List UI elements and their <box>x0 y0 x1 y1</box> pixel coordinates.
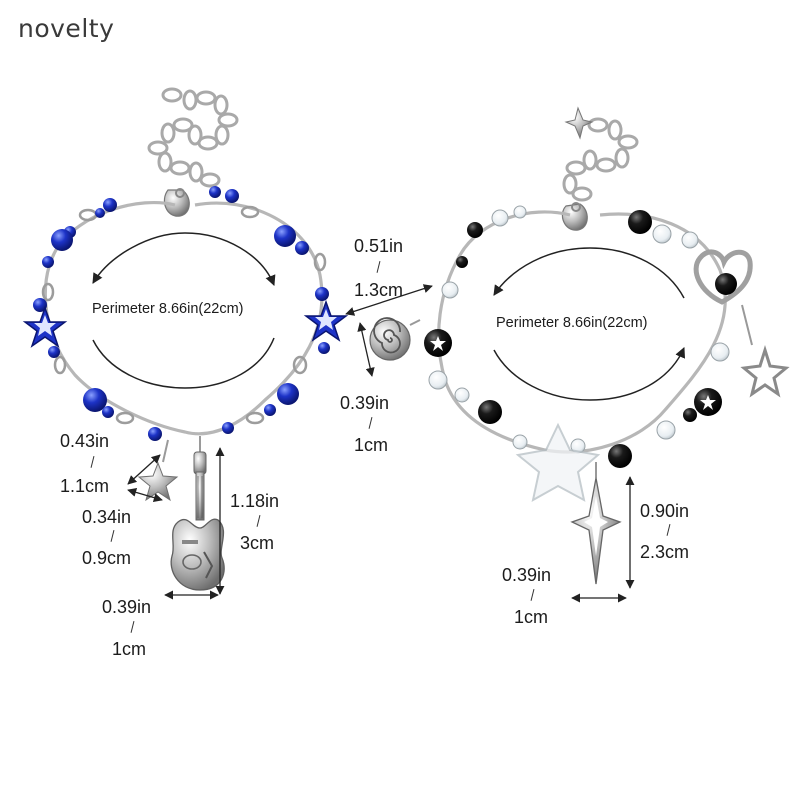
right-clear-beads <box>428 205 730 454</box>
left-chain-wire <box>43 200 324 436</box>
sparkle-width-cm-label: 1cm <box>514 607 549 627</box>
right-lobster-clasp <box>561 202 588 231</box>
sparkle-pendant <box>570 462 622 585</box>
sparkle-height-cm-label: 2.3cm <box>640 542 690 562</box>
heart-charm <box>693 249 753 305</box>
guitar-height-in-label: 1.18in <box>230 491 280 511</box>
right-extension-chain <box>562 117 639 202</box>
spiral-width-in-label: 0.51in <box>354 236 404 256</box>
guitar-width-cm-label: 1cm <box>112 639 147 659</box>
spiral-height-cm-label: 1cm <box>354 435 389 455</box>
sparkle-height-in-label: 0.90in <box>640 501 690 521</box>
silver-star-charm <box>137 439 179 502</box>
right-chain-end-sparkle <box>564 106 594 140</box>
left-extension-chain <box>147 87 239 188</box>
open-star-charm <box>740 304 790 398</box>
guitar-charm <box>170 436 225 591</box>
left-bracelet <box>22 87 349 591</box>
small-star-cm-label: 0.9cm <box>82 548 132 568</box>
small-star-in-label: 0.34in <box>82 507 132 527</box>
left-chain-links <box>41 205 327 425</box>
spiral-width-cm-label: 1.3cm <box>354 280 404 300</box>
dimension-lines <box>127 284 635 603</box>
right-black-beads <box>456 210 697 468</box>
left-blue-star-beads <box>22 299 349 348</box>
perimeter-arrows <box>92 232 686 401</box>
left-blue-beads <box>33 186 330 441</box>
right-bracelet <box>369 106 790 585</box>
right-star-print-beads <box>424 329 722 416</box>
guitar-width-in-label: 0.39in <box>102 597 152 617</box>
spiral-height-in-label: 0.39in <box>340 393 390 413</box>
right-perimeter-label: Perimeter 8.66in(22cm) <box>496 315 648 331</box>
guitar-height-cm-label: 3cm <box>240 533 275 553</box>
clear-star-charm <box>515 422 601 502</box>
spiral-charm <box>369 317 421 361</box>
sparkle-width-in-label: 0.39in <box>502 565 552 585</box>
left-lobster-clasp <box>163 188 190 217</box>
left-perimeter-label: Perimeter 8.66in(22cm) <box>92 301 244 317</box>
star-charm-cm-label: 1.1cm <box>60 476 110 496</box>
brand-watermark: novelty <box>18 14 115 43</box>
star-charm-in-label: 0.43in <box>60 431 110 451</box>
